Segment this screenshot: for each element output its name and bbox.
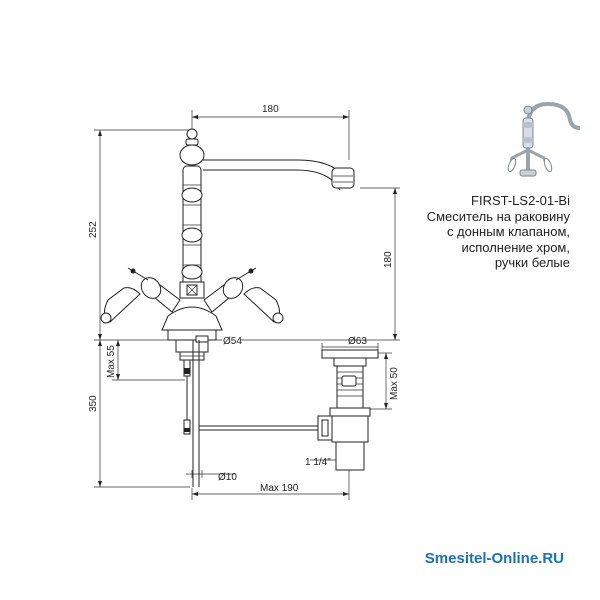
dimension-rod-max: Max 190 <box>191 470 350 500</box>
spout-height-label: 180 <box>383 251 394 268</box>
description-line: с донным клапаном, <box>446 224 570 239</box>
brand-watermark: Smesitel-Online.RU <box>424 550 564 567</box>
dimension-pipe-diameter: Ø10 <box>186 470 237 483</box>
dimension-drain-diameter: Ø63 <box>321 336 379 351</box>
base-diameter-label: Ø54 <box>223 336 242 347</box>
product-description: FIRST-LS2-01-Bi Смеситель на раковину с … <box>427 193 570 271</box>
dimension-total-height: 252 <box>88 129 190 341</box>
dimension-spout-reach: 180 <box>191 104 350 160</box>
spout-reach-label: 180 <box>262 104 279 115</box>
drain-thread-label: 1 1/4" <box>305 457 331 468</box>
dimension-install-depth: 350 <box>88 340 190 488</box>
dimension-drain-max: Max 50 <box>370 352 400 410</box>
drain-diameter-label: Ø63 <box>348 336 367 347</box>
install-depth-label: 350 <box>88 395 99 412</box>
product-thumbnail-image <box>507 101 581 177</box>
drain-max-label: Max 50 <box>389 367 400 400</box>
max-thickness-label: Max 55 <box>106 345 117 378</box>
pipe-diameter-label: Ø10 <box>218 472 237 483</box>
product-model: FIRST-LS2-01-Bi <box>471 193 570 208</box>
description-line: ручки белые <box>494 255 570 270</box>
dimension-max-thickness: Max 55 <box>106 340 185 381</box>
faucet-drawing <box>100 128 379 487</box>
dimension-drain-thread: 1 1/4" <box>305 457 340 468</box>
description-line: Смеситель на раковину <box>426 208 570 224</box>
rod-max-label: Max 190 <box>260 483 299 494</box>
dimension-spout-height: 180 <box>240 187 400 341</box>
description-line: исполнение хром, <box>461 239 570 255</box>
total-height-label: 252 <box>88 221 99 238</box>
